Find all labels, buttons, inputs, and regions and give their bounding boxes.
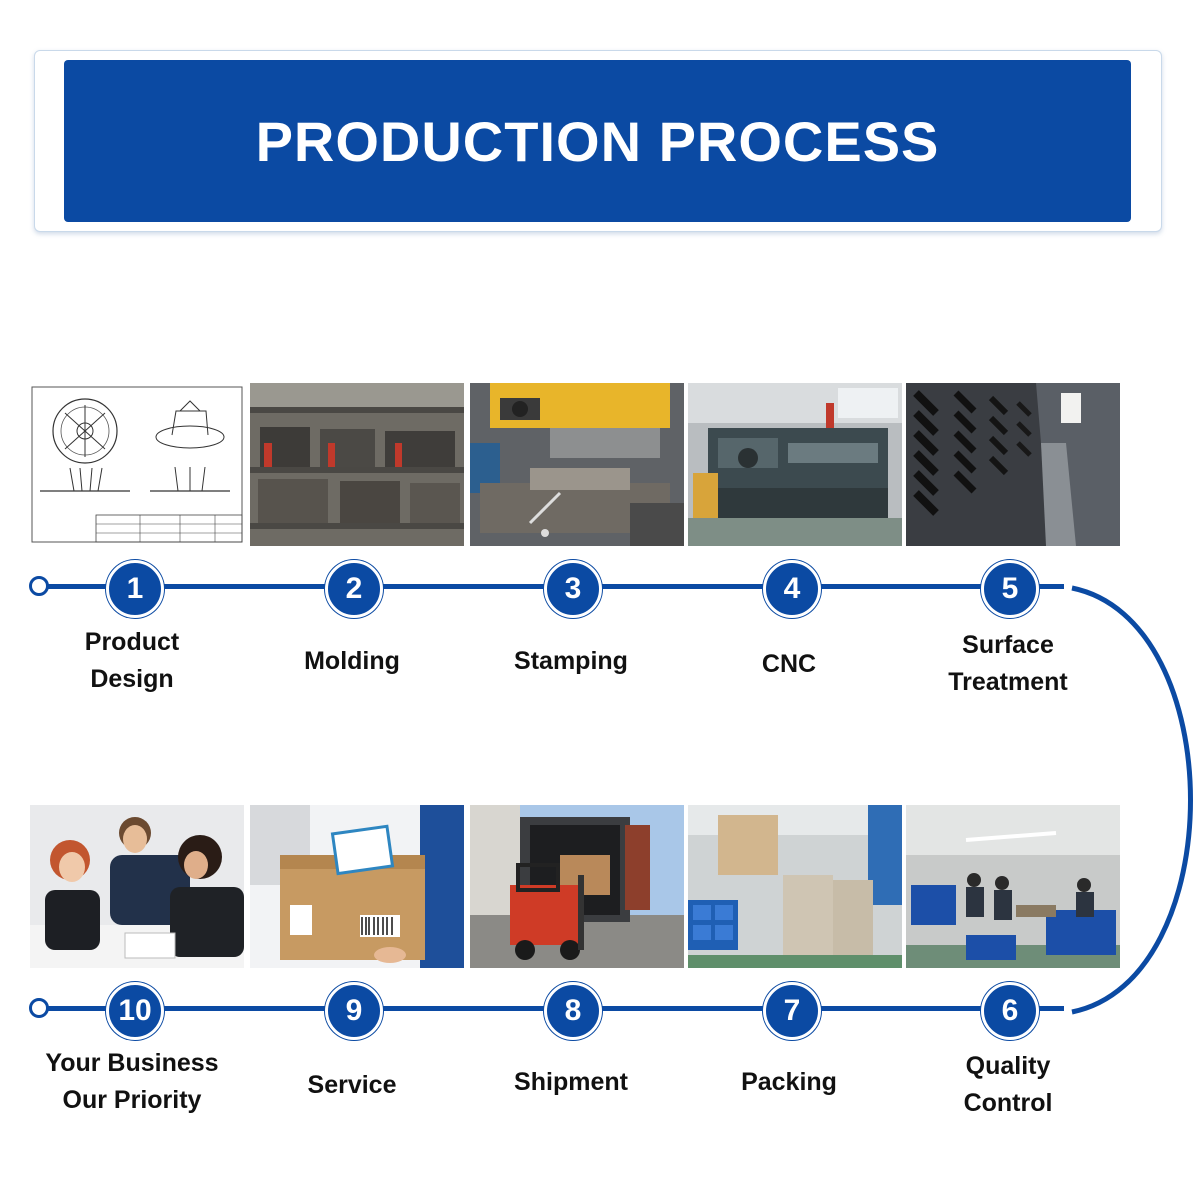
- page-title: PRODUCTION PROCESS: [255, 109, 940, 173]
- step-4-badge: 4: [763, 560, 821, 618]
- step-1-badge: 1: [106, 560, 164, 618]
- bottom-timeline-start-dot: [29, 998, 49, 1018]
- step-3-photo-stamping-press: [470, 383, 684, 546]
- header-banner: PRODUCTION PROCESS: [64, 60, 1131, 222]
- step-7-badge: 7: [763, 982, 821, 1040]
- step-8-photo-forklift-container: [470, 805, 684, 968]
- top-timeline-start-dot: [29, 576, 49, 596]
- step-2-label: Molding: [304, 647, 400, 675]
- step-3-label: Stamping: [514, 647, 628, 675]
- step-2-badge: 2: [325, 560, 383, 618]
- step-6-photo-inspection-workshop: [906, 805, 1120, 968]
- step-10-photo-team-meeting: [30, 805, 244, 968]
- step-8-label: Shipment: [514, 1068, 628, 1096]
- step-2-photo-mold-racks: [250, 383, 464, 546]
- step-8-badge: 8: [544, 982, 602, 1040]
- step-3-badge: 3: [544, 560, 602, 618]
- step-7-photo-packed-pallets: [688, 805, 902, 968]
- step-7-label: Packing: [741, 1068, 837, 1096]
- step-6-badge: 6: [981, 982, 1039, 1040]
- step-9-label: Service: [307, 1071, 397, 1099]
- step-5-photo-coating-line: [906, 383, 1120, 546]
- step-9-badge: 9: [325, 982, 383, 1040]
- process-curve-connector: [1071, 585, 1193, 1015]
- step-9-photo-parcel-delivery: [250, 805, 464, 968]
- step-4-label: CNC: [761, 650, 817, 678]
- step-1-photo-technical-drawing: [30, 383, 244, 546]
- step-4-photo-cnc-lathe: [688, 383, 902, 546]
- step-5-badge: 5: [981, 560, 1039, 618]
- step-10-badge: 10: [106, 982, 164, 1040]
